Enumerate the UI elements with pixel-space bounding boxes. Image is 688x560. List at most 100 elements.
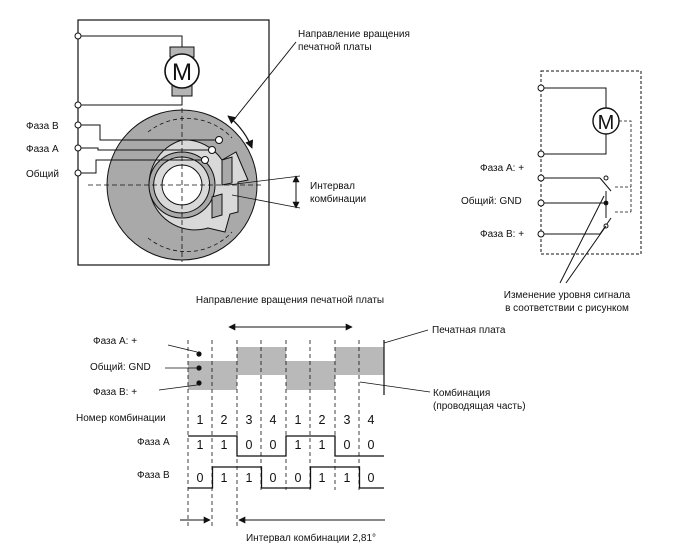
schematic-terminal-bottom	[537, 150, 545, 158]
disk-frame	[77, 19, 270, 266]
brush-phase-a	[208, 146, 216, 154]
timing-title: Направление вращения печатной платы	[196, 295, 384, 306]
phase-b-bit-6: 1	[319, 471, 326, 485]
label-phase-b: Фаза B	[26, 121, 59, 132]
terminal-phase-a	[74, 144, 82, 152]
timing-label-common: Общий: GND	[90, 361, 151, 373]
phase-b-bit-2: 1	[221, 471, 228, 485]
label-combo-number: Номер комбинации	[76, 412, 166, 424]
rotation-leader-line	[231, 41, 297, 123]
combo-number-5: 1	[295, 413, 302, 427]
pcb-pattern-1	[188, 375, 237, 390]
pcb-pattern-4	[335, 347, 384, 361]
rotary-disk-figure: M Фаза B Фаза A Общий	[26, 19, 410, 266]
contact-common	[196, 365, 202, 371]
interval-label: Интервал комбинации 2,81°	[246, 532, 376, 544]
schematic-frame	[540, 70, 642, 255]
phase-b-bit-3: 1	[246, 471, 253, 485]
schematic-mechanical-link	[619, 120, 632, 212]
interval-label-line2: комбинации	[310, 193, 366, 205]
leader-pcb	[383, 329, 429, 344]
combo-number-7: 3	[344, 413, 351, 427]
label-phase-a: Фаза A	[26, 144, 59, 155]
pcb-pattern-2	[237, 347, 286, 361]
brush-phase-b	[215, 136, 223, 144]
schematic-label-common: Общий: GND	[461, 195, 522, 207]
combo-number-1: 1	[197, 413, 204, 427]
motor-wire-top	[78, 35, 183, 47]
phase-a-bit-7: 0	[344, 438, 351, 452]
common-wire	[78, 159, 205, 174]
schematic-terminal-common	[537, 199, 545, 207]
combo-number-8: 4	[368, 413, 375, 427]
schematic-label-phase-a: Фаза A: +	[480, 163, 524, 174]
phase-b-wire	[78, 124, 219, 141]
phase-a-bit-6: 1	[319, 438, 326, 452]
timing-label-pcb: Печатная плата	[432, 325, 506, 336]
schematic-label-phase-b: Фаза B: +	[480, 229, 524, 240]
contact-phase-a	[196, 351, 202, 357]
motor-circle	[164, 53, 200, 89]
schematic-wire-top	[541, 87, 607, 108]
phase-a-bit-8: 0	[368, 438, 375, 452]
timing-diagram: Направление вращения печатной платы Фаза…	[76, 295, 526, 544]
phase-b-bit-4: 0	[270, 471, 277, 485]
leader-phase-a	[167, 344, 198, 353]
phase-a-waveform	[188, 435, 384, 457]
rotation-label-line2: печатной платы	[298, 42, 372, 53]
phase-b-bit-1: 0	[197, 471, 204, 485]
brush-common	[201, 156, 209, 164]
timing-label-pattern-line1: Комбинация	[433, 387, 490, 399]
phase-a-bit-3: 0	[246, 438, 253, 452]
pattern-gap-2	[211, 193, 223, 219]
note-leader-2	[565, 225, 607, 284]
segment-dividers	[187, 340, 360, 528]
combo-number-4: 4	[270, 413, 277, 427]
combo-number-2: 2	[221, 413, 228, 427]
terminal-motor-bottom	[74, 101, 82, 109]
interval-ext-line-1	[227, 175, 301, 186]
motor-wire-bottom	[78, 96, 183, 106]
timing-label-phase-a: Фаза A: +	[93, 336, 137, 347]
schematic-motor-symbol: M	[598, 112, 615, 134]
schematic-phase-a-node	[603, 175, 609, 181]
schematic-terminal-top	[537, 84, 545, 92]
schematic-wire-bottom	[541, 134, 607, 155]
note-line1: Изменение уровня сигнала	[504, 290, 631, 301]
phase-a-wire	[78, 147, 212, 151]
terminal-phase-b	[74, 121, 82, 129]
terminal-motor-top	[74, 32, 82, 40]
timing-label-pattern-line2: (проводящая часть)	[433, 401, 526, 412]
switch-schematic: M Фаза A: + Общий: GND Фаза B: + Изменен…	[461, 70, 642, 314]
rotation-direction-arrow	[227, 115, 254, 149]
rotation-label-line1: Направление вращения	[298, 29, 410, 40]
note-line2: в соответствии с рисунком	[505, 303, 629, 314]
pcb-pattern-3	[286, 375, 335, 390]
phase-b-bit-8: 0	[368, 471, 375, 485]
timing-label-phase-b: Фаза B: +	[93, 387, 137, 398]
leader-pattern	[359, 381, 431, 393]
combo-number-3: 3	[246, 413, 253, 427]
schematic-terminal-phase-b	[537, 230, 545, 238]
combo-number-6: 2	[319, 413, 326, 427]
label-phase-a-row: Фаза A	[137, 437, 170, 448]
phase-b-bit-7: 1	[344, 471, 351, 485]
contact-phase-b	[196, 380, 202, 386]
phase-a-bit-4: 0	[270, 438, 277, 452]
terminal-common	[74, 169, 82, 177]
interval-label-line1: Интервал	[310, 181, 355, 192]
phase-a-bit-5: 1	[295, 438, 302, 452]
interval-ext-line-2	[231, 194, 301, 209]
phase-b-bit-5: 0	[295, 471, 302, 485]
label-phase-b-row: Фаза B	[137, 470, 170, 481]
label-common: Общий	[26, 168, 59, 180]
phase-a-bit-2: 1	[221, 438, 228, 452]
schematic-phase-a-contact	[599, 177, 612, 192]
motor-symbol: M	[172, 59, 192, 86]
leader-phase-b	[158, 384, 198, 391]
pattern-gap-1	[221, 156, 233, 186]
note-leader-1	[559, 195, 605, 284]
schematic-terminal-phase-a	[537, 174, 545, 182]
phase-a-bit-1: 1	[197, 438, 204, 452]
